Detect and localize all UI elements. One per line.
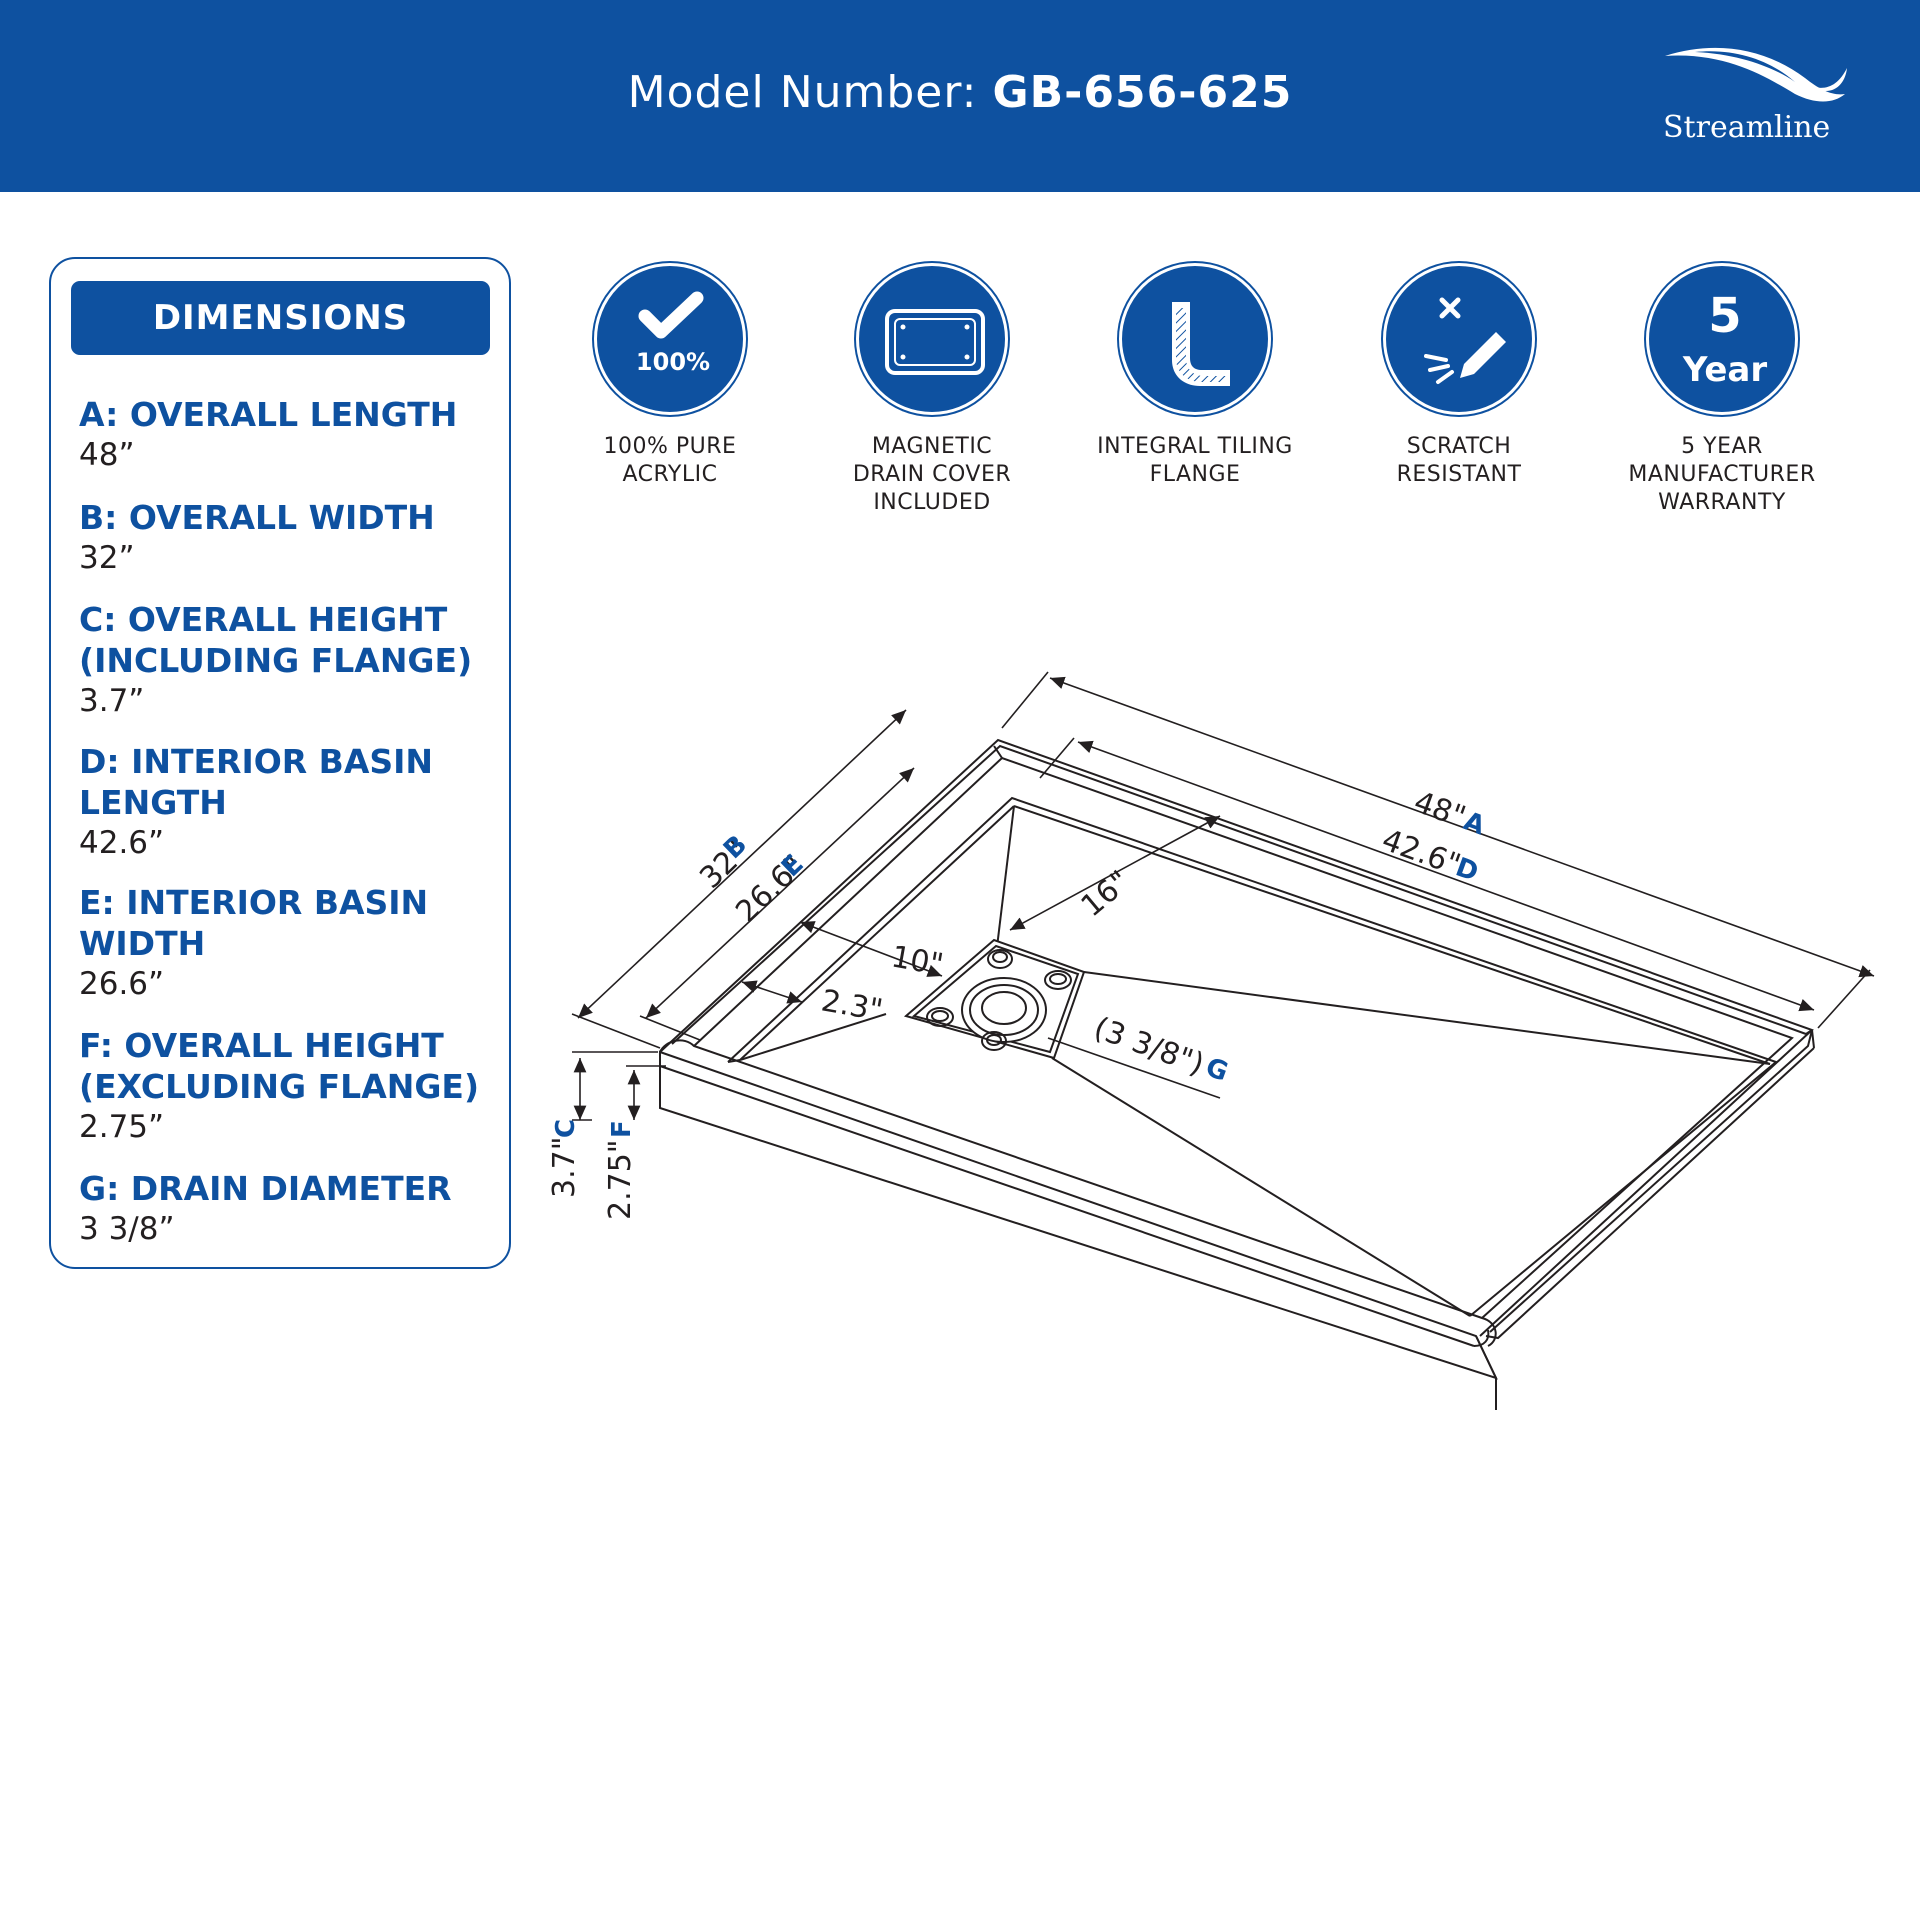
dim-23-value: 2.3" xyxy=(819,983,886,1028)
feature-label: MAGNETIC DRAIN COVER INCLUDED xyxy=(852,434,1012,515)
svg-text:16": 16" xyxy=(1075,864,1137,924)
svg-text:(3 3/8"): (3 3/8") xyxy=(1089,1011,1208,1083)
dim-10-value: 10" xyxy=(889,939,946,982)
dimension-label: G: DRAIN DIAMETER xyxy=(79,1169,452,1208)
warranty-badge-word: Year xyxy=(1682,350,1768,390)
dimension-lines xyxy=(571,671,1875,1121)
feature-label: INTEGRAL TILING FLANGE xyxy=(1097,434,1293,487)
feature-label: 100% PURE ACRYLIC xyxy=(603,434,737,487)
svg-text:F: F xyxy=(607,1120,637,1138)
dimension-item-c: C: OVERALL HEIGHT (INCLUDING FLANGE) 3.7… xyxy=(79,599,509,721)
dimension-value: 48” xyxy=(79,437,135,473)
svg-text:10": 10" xyxy=(889,939,946,982)
svg-text:2.3": 2.3" xyxy=(819,983,886,1028)
svg-text:2.75": 2.75" xyxy=(603,1139,638,1220)
dimension-label: B: OVERALL WIDTH xyxy=(79,498,435,537)
dimension-item-e: E: INTERIOR BASIN WIDTH 26.6” xyxy=(79,882,509,1004)
dimension-item-d: D: INTERIOR BASIN LENGTH 42.6” xyxy=(79,741,509,863)
dim-16-value: 16" xyxy=(1075,864,1137,924)
shower-base-outline xyxy=(659,738,1815,1410)
dimensions-title-box: DIMENSIONS xyxy=(71,281,490,355)
model-number-label: Model Number: xyxy=(627,67,993,118)
dimension-label: C: OVERALL HEIGHT (INCLUDING FLANGE) xyxy=(79,600,473,680)
dim-a-value: 48" xyxy=(1409,785,1470,836)
warranty-5-year-icon: 5 Year xyxy=(1646,263,1798,415)
dimension-label: D: INTERIOR BASIN LENGTH xyxy=(79,742,434,822)
svg-text:48": 48" xyxy=(1409,785,1470,836)
dim-f-value: 2.75" xyxy=(603,1139,638,1220)
tiling-flange-icon xyxy=(1119,263,1271,415)
dim-g-value: (3 3/8") xyxy=(1089,1011,1208,1083)
dim-c-value: 3.7" xyxy=(547,1136,582,1198)
drain-cover-icon xyxy=(856,263,1008,415)
dimension-label: A: OVERALL LENGTH xyxy=(79,395,458,434)
model-number-value: GB-656-625 xyxy=(992,67,1293,118)
dim-c-letter: C xyxy=(551,1119,581,1138)
dim-f-letter: F xyxy=(607,1120,637,1138)
dimension-item-b: B: OVERALL WIDTH 32” xyxy=(79,497,509,578)
svg-text:C: C xyxy=(551,1119,581,1138)
dimension-item-f: F: OVERALL HEIGHT (EXCLUDING FLANGE) 2.7… xyxy=(79,1025,509,1147)
dimension-value: 2.75” xyxy=(79,1109,165,1145)
dimension-value: 3 3/8” xyxy=(79,1211,175,1247)
svg-text:3.7": 3.7" xyxy=(547,1136,582,1198)
dim-g-letter: G xyxy=(1202,1052,1232,1087)
checkmark-100-icon: 100% xyxy=(594,263,746,415)
dimension-value: 42.6” xyxy=(79,825,165,861)
feature-label: 5 YEAR MANUFACTURER WARRANTY xyxy=(1628,434,1816,515)
dimensions-title: DIMENSIONS xyxy=(152,298,409,338)
dimension-value: 3.7” xyxy=(79,683,145,719)
dimension-label: E: INTERIOR BASIN WIDTH xyxy=(79,883,429,963)
svg-text:G: G xyxy=(1202,1052,1232,1087)
dimensions-panel xyxy=(49,257,511,1269)
dimension-item-g: G: DRAIN DIAMETER 3 3/8” xyxy=(79,1168,509,1249)
brand-name: Streamline xyxy=(1663,110,1831,145)
warranty-badge-number: 5 xyxy=(1708,288,1742,344)
header-bar: Model Number: GB-656-625 Streamline xyxy=(0,0,1920,192)
streamline-wave-logo-icon xyxy=(1665,47,1847,102)
dimension-label: F: OVERALL HEIGHT (EXCLUDING FLANGE) xyxy=(79,1026,480,1106)
model-number-heading: Model Number: GB-656-625 xyxy=(0,67,1920,118)
dimension-value: 26.6” xyxy=(79,966,165,1002)
acrylic-badge-text: 100% xyxy=(635,348,711,376)
dimension-item-a: A: OVERALL LENGTH 48” xyxy=(79,394,509,475)
scratch-resistant-icon xyxy=(1383,263,1535,415)
feature-label: SCRATCH RESISTANT xyxy=(1396,434,1522,487)
dimension-value: 32” xyxy=(79,540,135,576)
